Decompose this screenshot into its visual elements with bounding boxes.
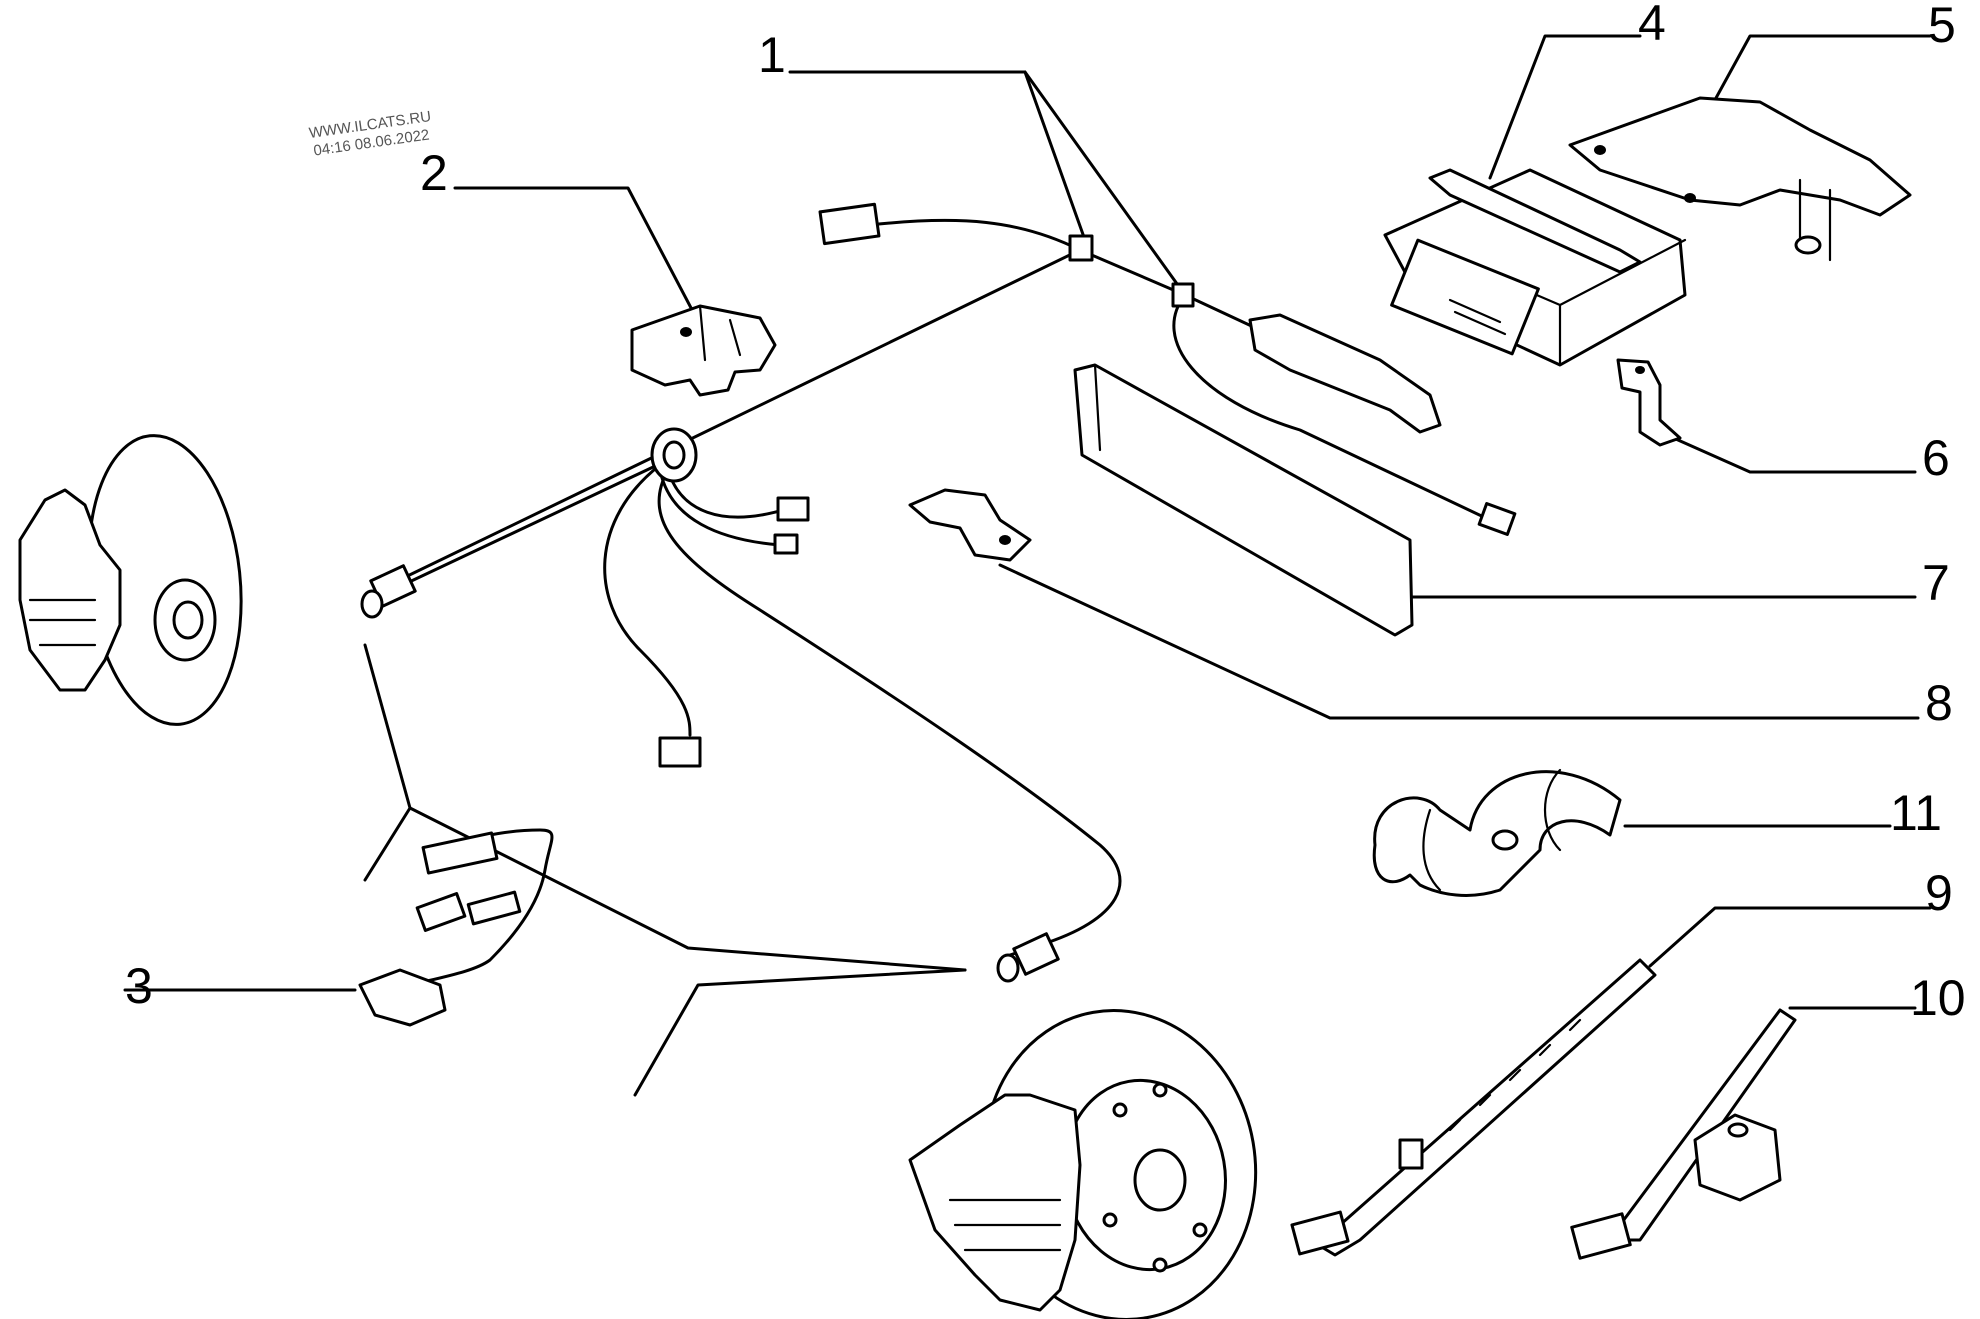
- sensor-cable: [373, 828, 554, 997]
- harness-connector-small2: [773, 533, 799, 555]
- harness-ecu-plug: [1248, 313, 1442, 434]
- callout-6: 6: [1922, 430, 1950, 486]
- callout-9: 9: [1925, 865, 1953, 921]
- ecu-mounting-strap: [1428, 168, 1642, 274]
- harness-drop-left: [603, 463, 692, 737]
- callout-1: 1: [758, 27, 786, 83]
- ecu-connector-socket: [1390, 238, 1540, 356]
- harness-drop-right: [657, 468, 1122, 957]
- callout-7: 7: [1922, 555, 1950, 611]
- harness-connector-upper: [818, 202, 881, 246]
- harness-branch-ecu: [1078, 248, 1262, 332]
- wiring-harness: [360, 202, 1517, 983]
- part-4-abs-ecu: [1383, 168, 1687, 367]
- harness-branch-short2: [658, 468, 782, 547]
- part-11-saddle-clip: [1372, 768, 1622, 897]
- harness-connector-bottom: [658, 736, 702, 768]
- part-10-cable-tie-mount: [1570, 1008, 1797, 1260]
- part-8-holder: [908, 488, 1032, 562]
- cable-tie-9-head: [1290, 1210, 1350, 1256]
- brake-caliper-right: [908, 1093, 1082, 1312]
- leader-lines: [123, 34, 1932, 1097]
- leader-5: [1714, 34, 1932, 100]
- cable-tie-9-stud: [1398, 1138, 1424, 1170]
- harness-branch-upper: [868, 218, 1082, 252]
- harness-sensor-plug-right: [996, 932, 1060, 983]
- leader-3-bracket-left: [363, 643, 412, 882]
- harness-junction-1: [1068, 234, 1094, 262]
- harness-junction-2: [1171, 282, 1195, 308]
- watermark: WWW.ILCATS.RU 04:16 08.06.2022: [308, 108, 432, 160]
- harness-connector-small1: [776, 496, 810, 522]
- sensor-connector: [421, 831, 499, 875]
- sensor-plug: [466, 890, 522, 926]
- harness-grommet-inner: [662, 440, 686, 470]
- harness-branch-short1: [666, 468, 792, 519]
- callout-3: 3: [125, 958, 153, 1014]
- harness-connector-right: [1477, 502, 1517, 536]
- sensor-head: [358, 968, 447, 1027]
- leader-6: [1658, 430, 1917, 474]
- part-2-bracket: [630, 304, 777, 397]
- part-5-mounting-bracket: [1568, 96, 1912, 262]
- leader-3-to-right-wheel: [408, 806, 967, 972]
- leader-8: [998, 563, 1920, 720]
- callout-5: 5: [1928, 0, 1956, 53]
- harness-branch-right: [1172, 293, 1492, 522]
- leader-2: [453, 186, 702, 327]
- callout-8: 8: [1925, 675, 1953, 731]
- callout-4: 4: [1638, 0, 1666, 51]
- leader-9: [1648, 906, 1932, 968]
- leader-3-bracket-right: [633, 968, 967, 1097]
- harness-sensor-plug-left: [360, 564, 417, 619]
- callout-numbers: 1 2 3 4 5 6 7 8 9 10 11: [125, 0, 1966, 1026]
- callout-10: 10: [1910, 970, 1966, 1026]
- harness-trunk-lower: [386, 458, 670, 594]
- callout-11: 11: [1890, 785, 1942, 841]
- part-6-clip: [1616, 358, 1682, 447]
- part-9-cable-tie: [1290, 958, 1657, 1257]
- brake-caliper-left: [18, 488, 122, 692]
- part-7-cover: [1073, 363, 1414, 637]
- brake-assembly-left: [18, 434, 243, 726]
- cable-tie-10-head: [1570, 1212, 1632, 1260]
- callout-2: 2: [420, 145, 448, 201]
- leader-1b: [1023, 70, 1182, 290]
- bracket-bolt: [1794, 235, 1822, 255]
- part-3-wheel-speed-sensor: [358, 828, 554, 1027]
- leader-4: [1488, 34, 1642, 180]
- sensor-grommet: [415, 892, 467, 932]
- brake-assembly-right: [908, 1009, 1258, 1319]
- hub-right-center: [1133, 1148, 1187, 1212]
- cable-tie-10-mount-block: [1693, 1113, 1782, 1202]
